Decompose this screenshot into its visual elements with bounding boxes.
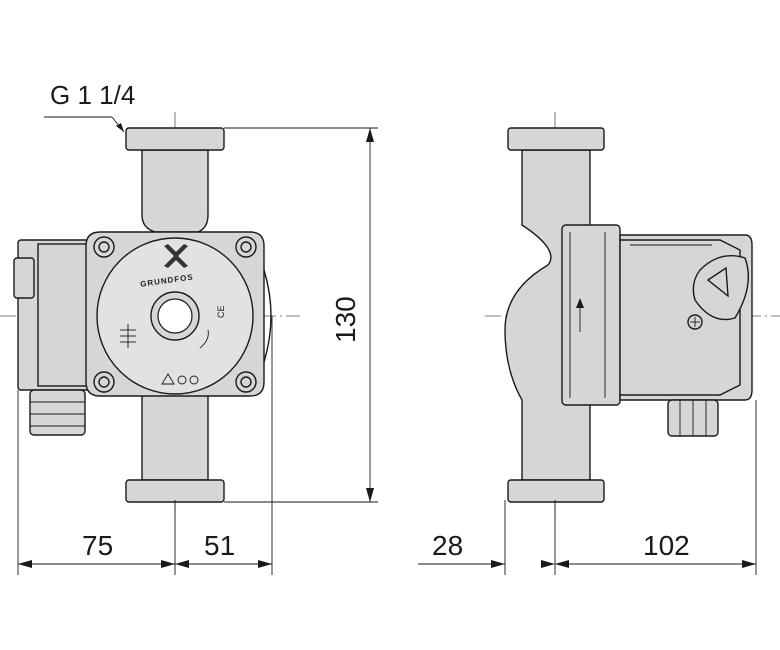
rotation-arrow-icon xyxy=(199,329,209,349)
side-dimensions xyxy=(418,400,757,575)
side-bottom-flange xyxy=(507,479,605,503)
right-width-label: 51 xyxy=(204,530,235,561)
depth-label: 102 xyxy=(643,530,690,561)
motor-body-edge xyxy=(620,239,741,396)
housing-bulge xyxy=(263,269,272,363)
bottom-flange xyxy=(125,479,225,503)
ce-mark: CE xyxy=(216,305,226,318)
corner-bolts xyxy=(93,236,257,393)
thread-label: G 1 1/4 xyxy=(50,80,135,110)
side-stator xyxy=(561,224,621,406)
flow-arrow-icon xyxy=(576,298,584,308)
left-width-label: 75 xyxy=(82,530,113,561)
warning-symbols xyxy=(161,373,199,385)
speed-marks xyxy=(120,324,136,348)
speed-knob xyxy=(692,255,750,321)
thread-leader-arrowhead xyxy=(116,123,124,132)
grundfos-x-icon xyxy=(164,244,188,268)
side-view: 28 102 xyxy=(418,112,780,575)
front-pipe-body xyxy=(141,149,209,233)
offset-label: 28 xyxy=(432,530,463,561)
front-view: GRUNDFOS CE G 1 1/4 130 xyxy=(0,80,378,575)
front-pipe-bottom xyxy=(141,394,209,481)
cable-gland xyxy=(29,389,86,436)
top-flange xyxy=(125,127,225,151)
width-dimensions xyxy=(17,316,273,575)
height-dimension-label: 130 xyxy=(330,296,361,343)
side-top-flange xyxy=(507,127,605,151)
terminal-box-knob xyxy=(13,257,35,299)
height-dimension xyxy=(224,127,378,503)
center-plug-inner xyxy=(157,298,193,334)
